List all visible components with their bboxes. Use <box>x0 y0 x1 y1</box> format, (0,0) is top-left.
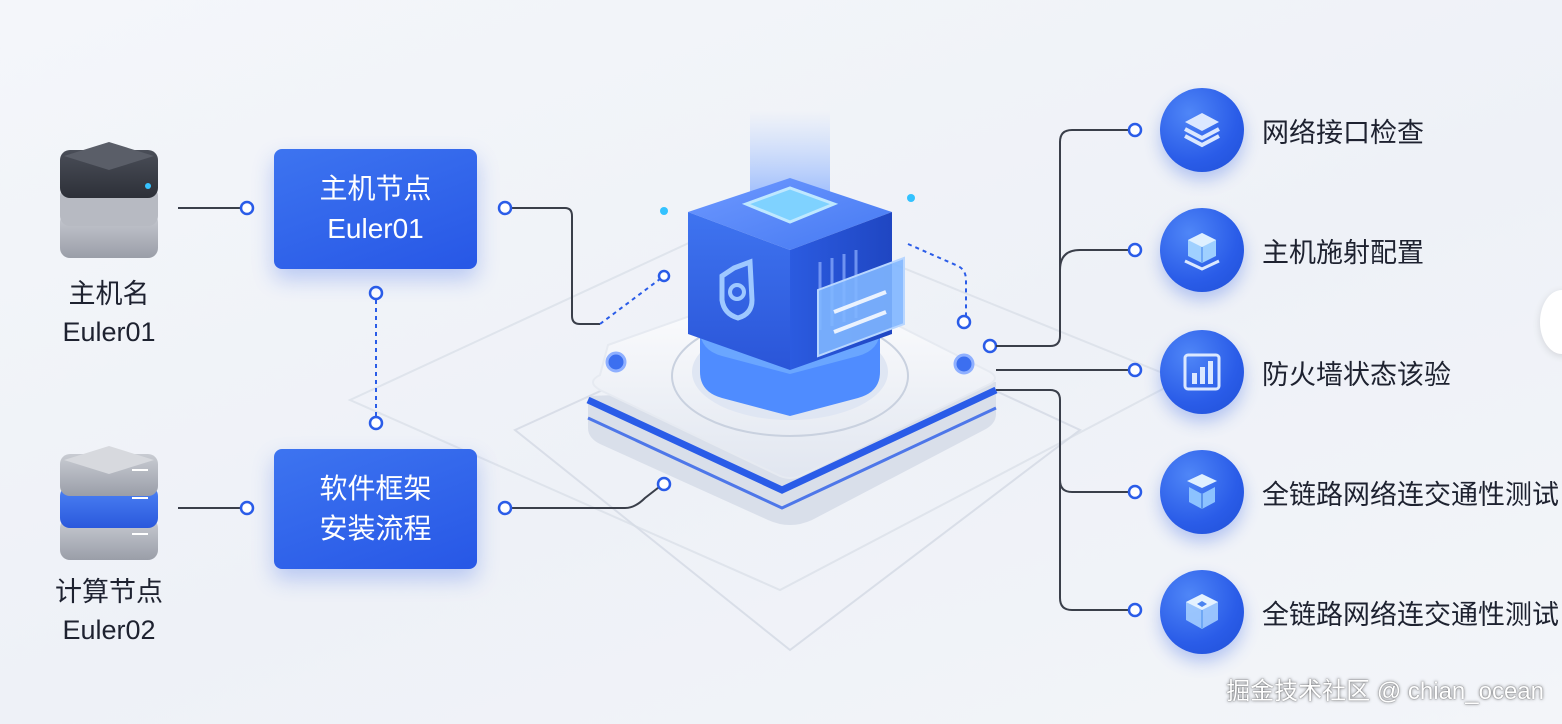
left-node-label-2: 计算节点 Euler02 <box>44 573 174 649</box>
left-node-1-name: 主机名 <box>68 279 150 309</box>
bar-chart-icon <box>1160 330 1244 414</box>
check-item-network-interface[interactable]: 网络接口检查 <box>1160 85 1560 175</box>
server-stack-blue-icon <box>60 446 158 560</box>
host-node-box[interactable]: 主机节点 Euler01 <box>274 149 477 269</box>
check-item-host-mapping[interactable]: 主机施射配置 <box>1160 205 1560 295</box>
host-node-id: Euler01 <box>327 213 424 244</box>
glass-cube-icon <box>1160 570 1244 654</box>
install-flow-box[interactable]: 软件框架 安装流程 <box>274 449 477 569</box>
check-item-label: 主机施射配置 <box>1262 237 1424 268</box>
center-connectors <box>375 207 967 509</box>
edge-scroll-handle[interactable] <box>1540 290 1562 354</box>
check-item-link-test-2[interactable]: 全链路网络连交通性测试 <box>1160 567 1560 657</box>
check-item-label: 防火墙状态该验 <box>1262 359 1451 390</box>
watermark: 掘金技术社区 @ chian_ocean <box>1226 678 1544 705</box>
cube-icon <box>1160 208 1244 292</box>
check-item-label: 全链路网络连交通性测试 <box>1262 599 1559 630</box>
layers-icon <box>1160 88 1244 172</box>
check-item-link-test-1[interactable]: 全链路网络连交通性测试 <box>1160 447 1560 537</box>
glow-dots <box>660 194 915 215</box>
check-item-firewall[interactable]: 防火墙状态该验 <box>1160 327 1560 417</box>
left-node-2-id: Euler02 <box>62 615 156 645</box>
box-hat-icon <box>1160 450 1244 534</box>
left-connectors <box>178 200 255 516</box>
connector-dots <box>368 200 998 516</box>
central-cube <box>688 110 905 416</box>
install-flow-line1: 软件框架 <box>319 473 432 504</box>
left-node-2-name: 计算节点 <box>55 577 163 607</box>
right-connector-dots <box>1127 122 1143 618</box>
install-flow-line2: 安装流程 <box>319 513 432 544</box>
left-node-label-1: 主机名 Euler01 <box>44 275 174 351</box>
host-node-title: 主机节点 <box>319 173 432 204</box>
left-node-1-id: Euler01 <box>62 317 156 347</box>
right-connectors <box>996 129 1128 611</box>
check-item-label: 全链路网络连交通性测试 <box>1262 479 1559 510</box>
check-item-label: 网络接口检查 <box>1262 117 1424 148</box>
server-stack-dark-icon <box>60 142 158 258</box>
